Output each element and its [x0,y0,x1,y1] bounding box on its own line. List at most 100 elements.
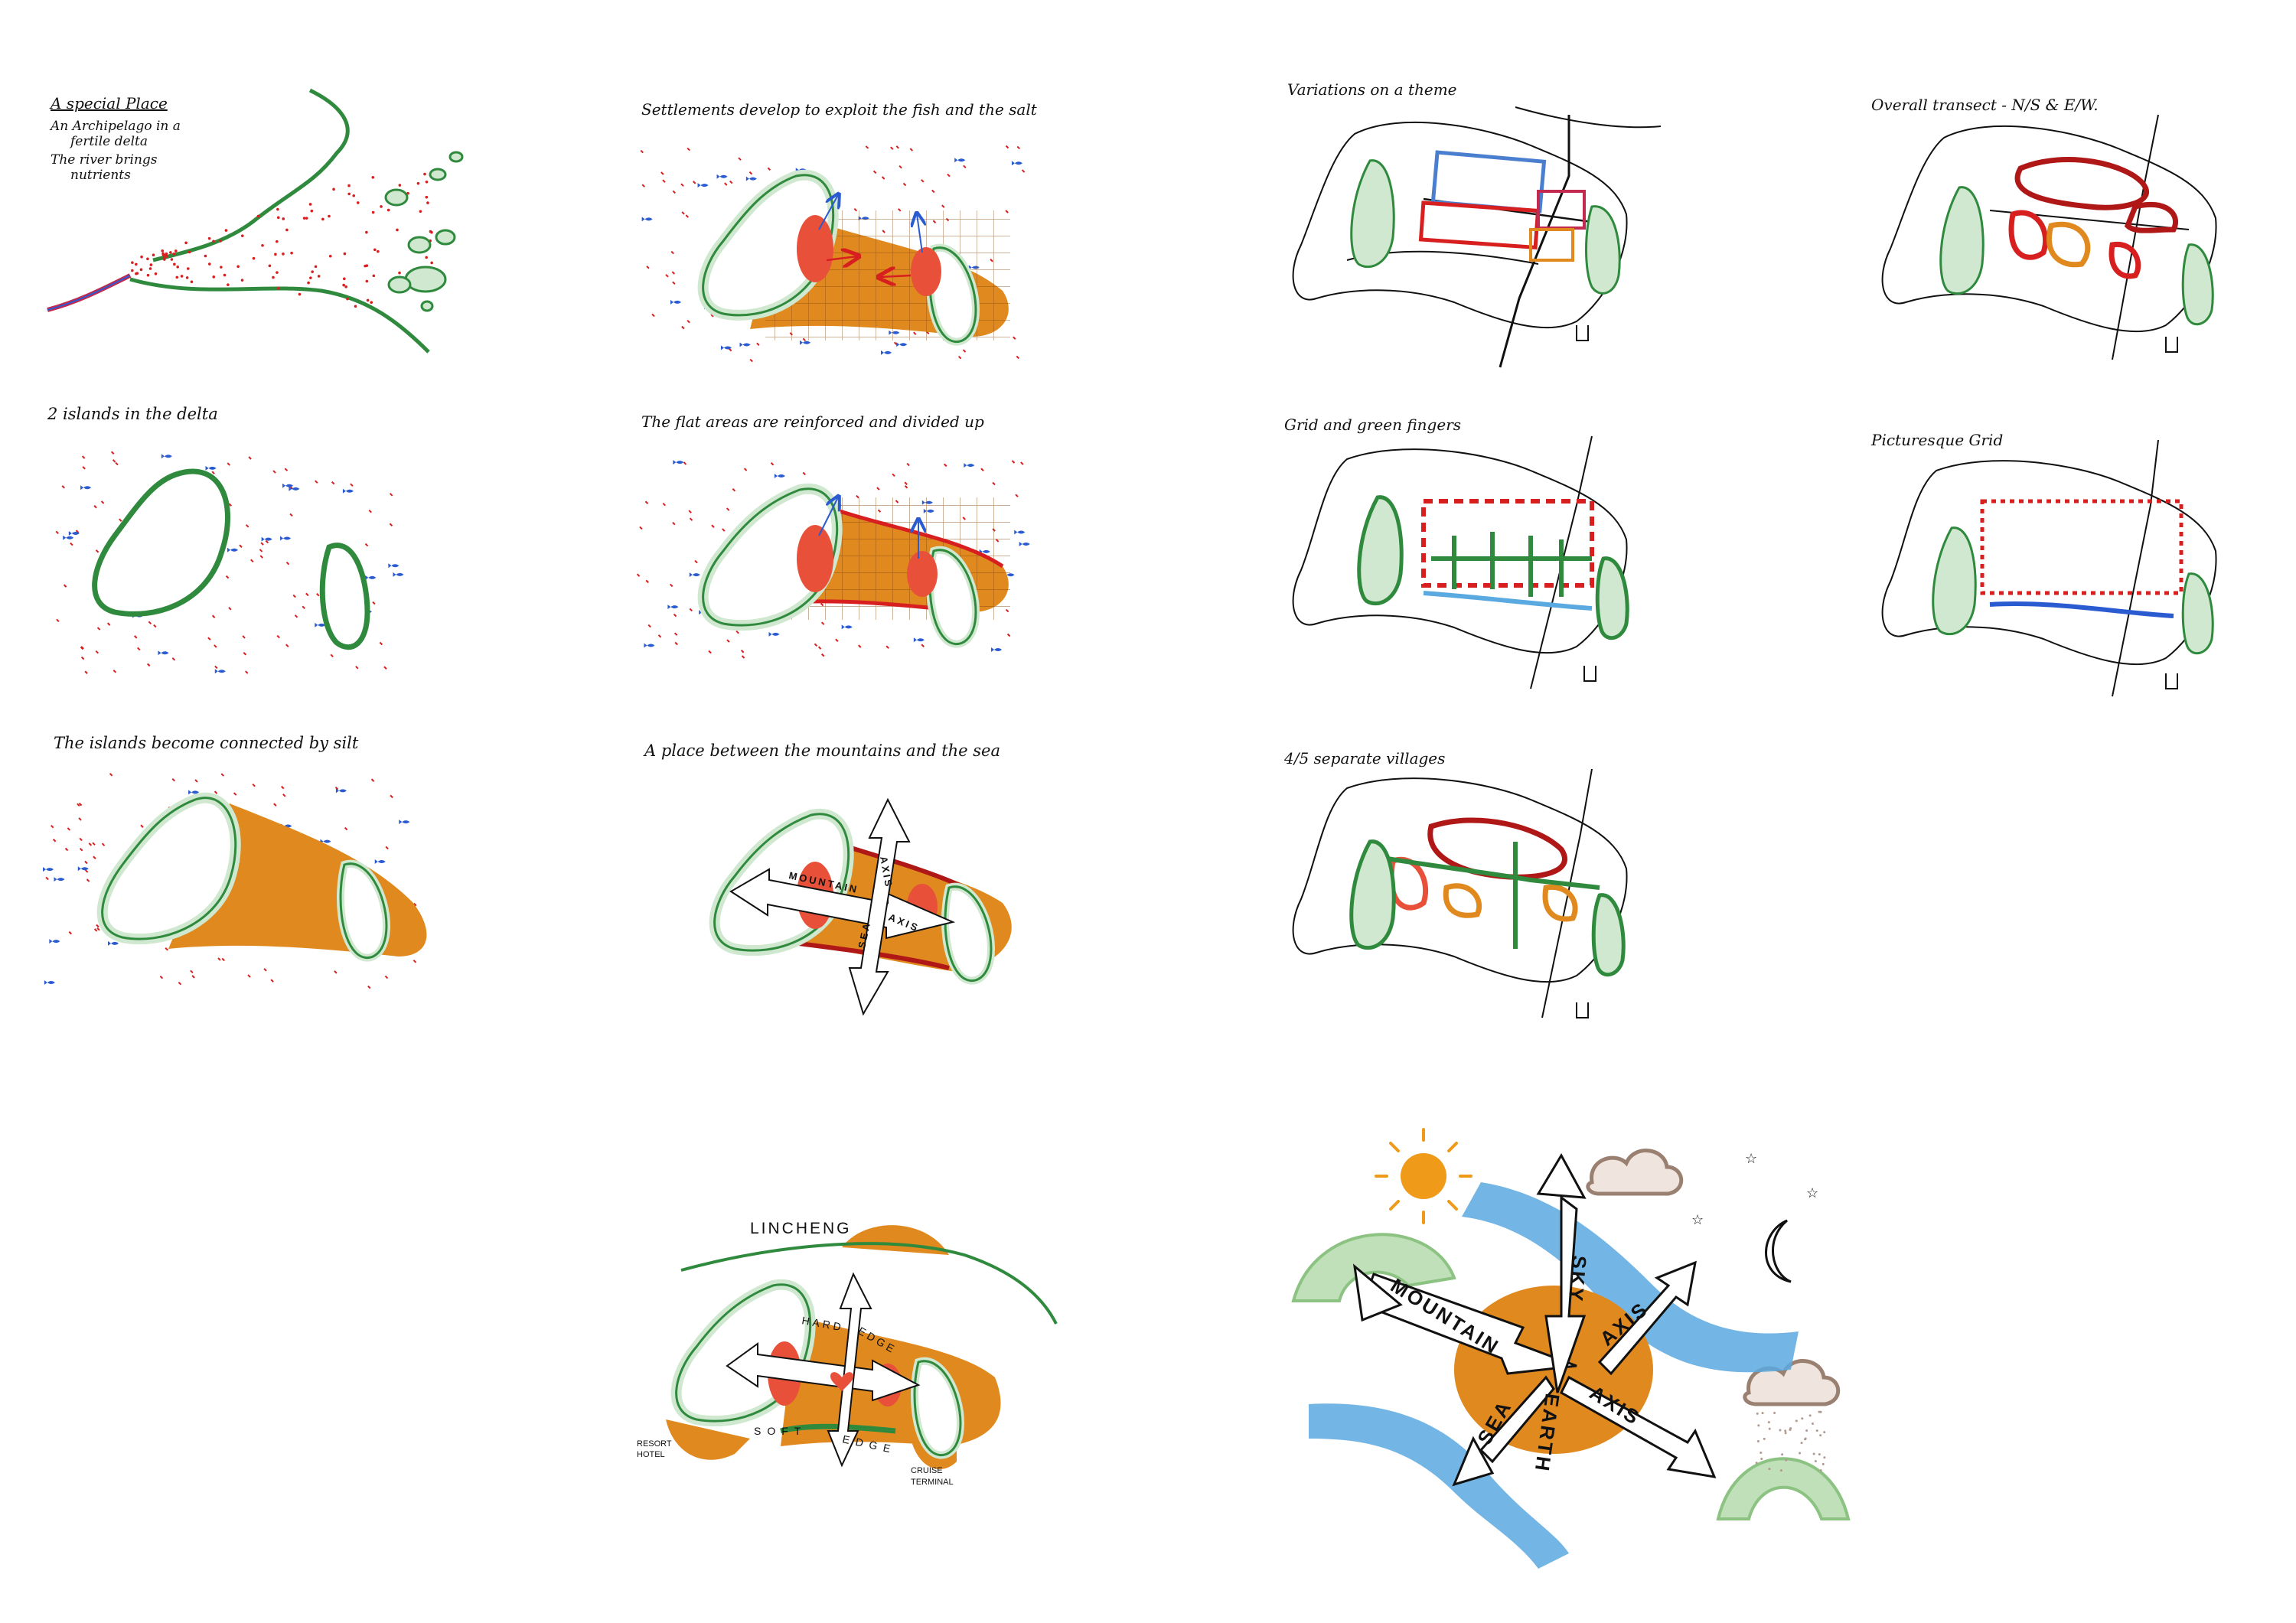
silt-mark [316,592,320,597]
svg-text:☆: ☆ [1691,1212,1704,1227]
rain-dot [1812,1452,1815,1455]
arrow-east [826,256,857,260]
island-east-edge [913,1360,962,1457]
silt-dot [154,272,158,275]
panel-overall-transect: Overall transect - N/S & E/W. [1871,96,2217,360]
silt-mark [876,487,880,490]
green-links [1377,842,1600,949]
fish-icon [315,622,326,627]
silt-mark [821,653,825,657]
island-east [1585,205,1621,295]
rain-dot [1773,1412,1776,1415]
panel-title: 2 islands in the delta [47,405,218,423]
silt-dot [152,253,155,256]
silt-mark [767,167,771,171]
settlement-east [911,247,941,296]
silt-mark [165,947,168,951]
silt-dot [298,292,302,296]
silt-mark [370,778,375,782]
fish-icon [108,940,119,946]
silt-dot [276,271,279,274]
silt-mark [921,179,925,183]
silt-mark [817,646,822,650]
silt-mark [644,500,649,504]
fish-icon [214,669,226,674]
silt-dot [220,266,223,269]
silt-mark [292,594,296,598]
silt-dot [149,263,153,266]
mountain-ridge [680,1242,1058,1325]
silt-mark [708,650,712,654]
silt-mark [672,281,676,285]
grid-fabric [1980,499,2183,595]
silt-dot [386,208,390,212]
silt-dot [240,234,244,237]
rain-dot [1779,1429,1782,1432]
fish-icon [1014,530,1026,535]
silt-mark [252,784,256,787]
silt-mark [171,777,176,782]
silt-mark [749,358,753,363]
silt-dot [285,228,289,232]
silt-mark [743,468,748,471]
fish-icon [205,465,217,471]
silt-mark [681,325,685,330]
silt-mark [344,826,348,831]
silt-mark [247,974,251,978]
silt-mark [389,493,393,497]
silt-mark [367,985,371,989]
silt-mark [272,470,276,474]
silt-mark [904,485,908,489]
silt-mark [1013,336,1016,340]
silt-mark [211,614,216,618]
silt-mark [662,179,666,183]
silt-mark [148,621,152,625]
waterfront [1989,601,2174,618]
silt-dot [282,217,285,220]
panel-axes: ☆ ☆ ☆ MOUNTAIN SKY AXIS SEA EARTH AXIS [1291,1128,1851,1569]
silt-mark [670,250,674,255]
fish-icon [667,605,679,610]
silt-mark [681,211,685,215]
silt-mark [330,653,334,657]
silt-dot [377,249,380,253]
silt-dot [146,257,149,261]
silt-mark [931,189,935,194]
rain-dot [1815,1429,1818,1432]
rain-dot [1811,1423,1814,1426]
island-west [1350,159,1395,269]
silt-mark [81,455,86,459]
silt-mark [756,342,760,347]
fish-icon [374,859,386,864]
silt-mark [79,837,83,842]
fish-icon [282,483,294,488]
silt-mark [84,860,88,865]
site-outline [1881,460,2217,666]
silt-dot [180,275,184,278]
ns-axis [1541,768,1593,1018]
silt-dot [364,264,367,268]
fish-icon [896,342,908,347]
silt-dot [277,287,280,290]
silt-mark [259,555,263,559]
heart [830,1372,854,1391]
silt-dot [370,301,373,305]
silt-dot [302,217,306,220]
fish-icon [161,454,172,459]
silt-mark [214,790,218,794]
river-band-north [1462,1182,1799,1373]
silt-dot [276,240,279,243]
silt-dot [311,270,314,273]
rain-dot [1814,1460,1817,1463]
panel-grid-green-fingers: Grid and green fingers [1284,416,1629,689]
silt-mark [1005,145,1009,149]
silt-mark [1015,494,1019,497]
waterfront [1423,591,1593,611]
silt-mark [191,975,195,979]
silt-dot [219,240,223,243]
island-west [92,468,230,617]
silt-mark [383,666,387,670]
silt-dot [252,256,256,260]
silt-mark [305,592,309,597]
silt-dot [169,251,172,254]
